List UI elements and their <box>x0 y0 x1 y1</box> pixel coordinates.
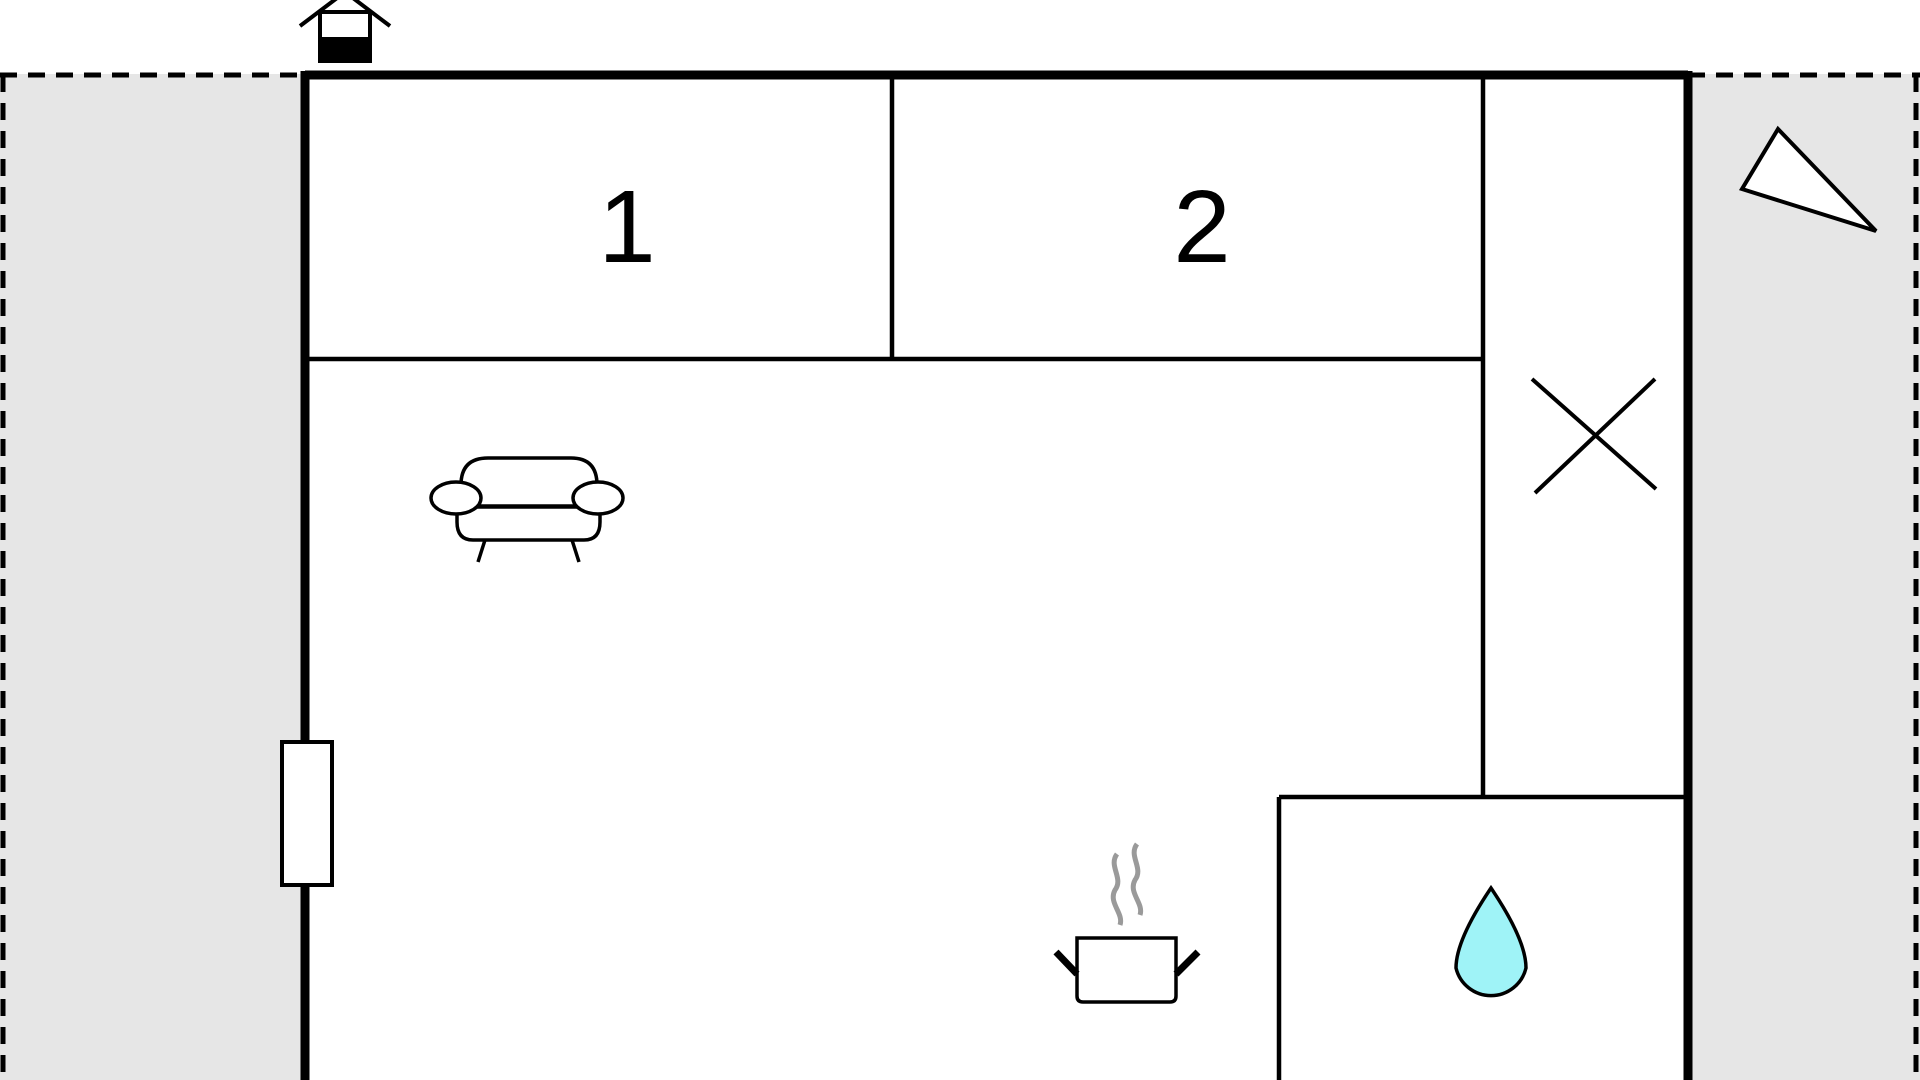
cooking-pot-icon <box>1053 842 1201 1004</box>
property-boundary <box>0 72 1920 1080</box>
interior-walls <box>309 79 1684 1080</box>
water-drop-icon <box>1454 884 1528 998</box>
bedroom-1-label: 1 <box>598 169 655 284</box>
outside-area-left <box>0 74 305 1080</box>
house-interior <box>305 75 1688 1080</box>
terrace-triangle-icon <box>1738 125 1878 233</box>
window-icon <box>280 740 334 887</box>
bedroom-2-label: 2 <box>1173 169 1230 284</box>
exterior-walls <box>300 70 1693 1080</box>
house-entrance-icon <box>298 0 392 63</box>
sofa-icon <box>429 456 625 563</box>
outside-area-right <box>1688 74 1920 1080</box>
cross-mark-icon <box>1530 377 1658 495</box>
